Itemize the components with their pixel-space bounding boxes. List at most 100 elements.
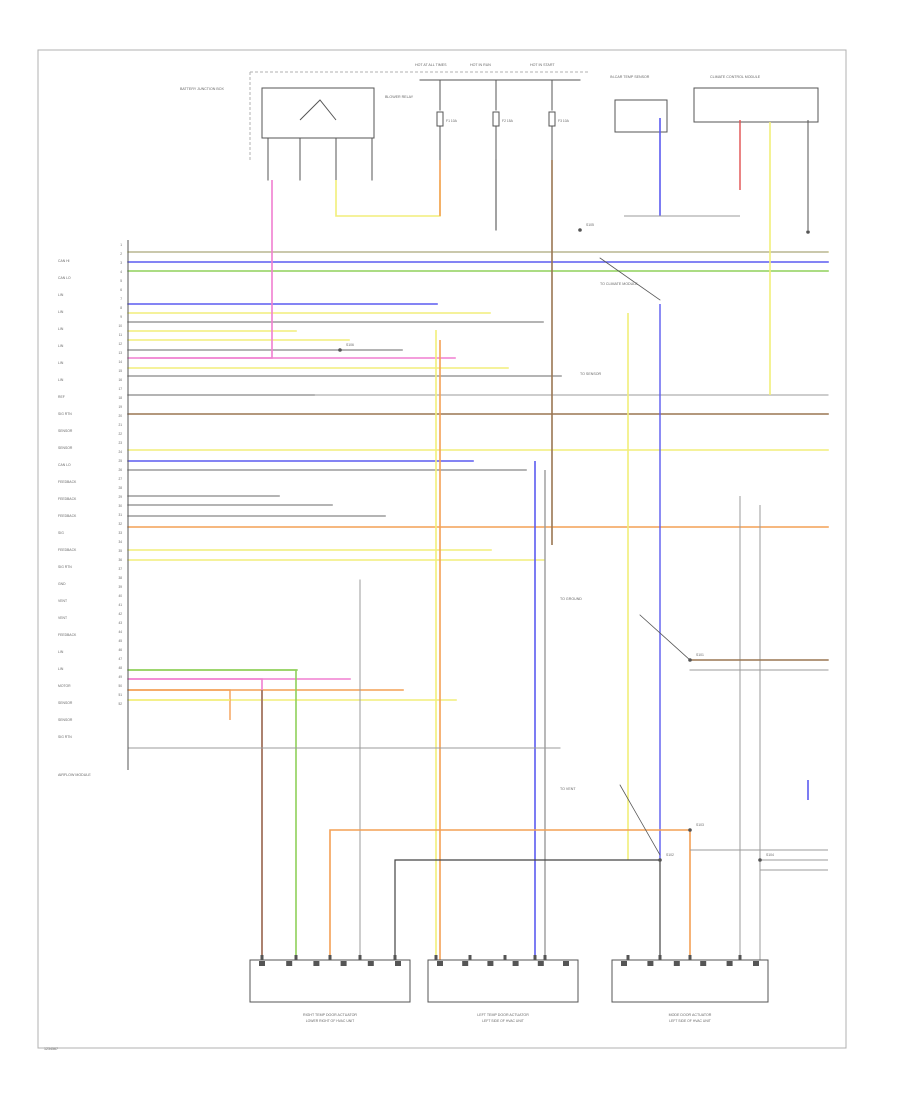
module-pin-number: 16	[118, 378, 122, 382]
module-signal-label: FEEDBACK	[58, 548, 77, 552]
module-pin-number: 20	[118, 414, 122, 418]
black-bus	[394, 859, 660, 960]
module-pin-number: 47	[118, 657, 122, 661]
note-leader	[599, 257, 661, 301]
module-pin-number: 8	[120, 306, 122, 310]
module-pin-number: 34	[118, 540, 122, 544]
actuator-pin	[437, 961, 443, 966]
relay-switch	[299, 99, 337, 121]
actuator-pin-lead	[393, 955, 397, 960]
module-signal-label: LIN	[58, 293, 64, 297]
module-pin-number: 31	[118, 513, 122, 517]
yellow-jumper	[335, 180, 441, 217]
actuator-pin	[753, 961, 759, 966]
module-pin-number: 25	[118, 459, 122, 463]
module-signal-label: CAN LO	[58, 276, 71, 280]
in-car-temp-sensor-box	[614, 99, 668, 133]
module-pin-number: 35	[118, 549, 122, 553]
actuator-pin-lead	[658, 955, 662, 960]
module-signal-label: LIN	[58, 667, 64, 671]
module-pin-number: 17	[118, 387, 122, 391]
actuator-pin-lead	[626, 955, 630, 960]
module-signal-label: CAN LO	[58, 463, 71, 467]
actuator-pin-lead	[543, 955, 547, 960]
module-pin-number: 44	[118, 630, 122, 634]
hot-at-all-times-label: HOT AT ALL TIMES	[415, 63, 447, 67]
module-signal-label: FEEDBACK	[58, 633, 77, 637]
pink-actuator-wire	[128, 678, 263, 960]
climate-control-module-box	[693, 87, 819, 123]
module-signal-label: MOTOR	[58, 684, 71, 688]
module-pin-number: 15	[118, 369, 122, 373]
module-pin-number: 38	[118, 576, 122, 580]
module-pin-number: 29	[118, 495, 122, 499]
actuator-label: RIGHT TEMP DOOR ACTUATOR	[303, 1013, 357, 1017]
actuator-pin	[673, 961, 680, 966]
module-pin-number: 13	[118, 351, 122, 355]
battery-junction-box-label: BATTERY JUNCTION BOX	[180, 87, 225, 91]
module-pin-number: 39	[118, 585, 122, 589]
module-signal-label: LIN	[58, 344, 64, 348]
module-pin-number: 6	[120, 288, 122, 292]
module-pin-number: 12	[118, 342, 122, 346]
module-signal-label: FEEDBACK	[58, 480, 77, 484]
module-pin-number: 50	[118, 684, 122, 688]
module-signal-label: LIN	[58, 650, 64, 654]
module-signal-label: SIG RTN	[58, 565, 72, 569]
module-pin-number: 1	[120, 243, 122, 247]
orange-stub	[128, 689, 231, 720]
module-signal-label: SENSOR	[58, 701, 73, 705]
module-pin-number: 24	[118, 450, 122, 454]
module-signal-label: VENT	[58, 616, 67, 620]
module-signal-label: SIG RTN	[58, 735, 72, 739]
actuator-box-2	[427, 959, 579, 1003]
fuse-1	[436, 111, 444, 127]
splice-dot	[338, 348, 342, 352]
right-note-label: TO VENT	[560, 787, 576, 791]
module-signal-label: FEEDBACK	[58, 514, 77, 518]
diagram-frame	[37, 49, 847, 1049]
module-signal-label: SENSOR	[58, 429, 73, 433]
actuator-location-label: LEFT SIDE OF HVAC UNIT	[482, 1019, 524, 1023]
fuse-2	[492, 111, 500, 127]
module-pin-number: 9	[120, 315, 122, 319]
actuator-pin	[367, 961, 374, 966]
climate-control-module-label: CLIMATE CONTROL MODULE	[710, 75, 761, 79]
module-signal-label: CAN HI	[58, 259, 70, 263]
fuse-label: F3 10A	[558, 119, 570, 123]
note-leader	[619, 784, 661, 856]
actuator-pin	[537, 961, 544, 966]
in-car-temp-sensor-label: IN-CAR TEMP SENSOR	[610, 75, 650, 79]
splice-label: S104	[766, 853, 774, 857]
actuator-pin	[462, 961, 469, 966]
blower-relay-box	[261, 87, 375, 139]
module-pin-number: 2	[120, 252, 122, 256]
module-signal-label: LIN	[58, 310, 64, 314]
module-pin-number: 52	[118, 702, 122, 706]
actuator-pin-lead	[328, 955, 332, 960]
actuator-pin	[286, 961, 293, 966]
actuator-pin-lead	[738, 955, 742, 960]
actuator-pin	[340, 961, 347, 966]
module-pin-number: 23	[118, 441, 122, 445]
module-pin-number: 26	[118, 468, 122, 472]
actuator-pin	[726, 961, 733, 966]
actuator-pin	[313, 961, 320, 966]
ground-splice	[806, 230, 810, 234]
module-pin-number: 27	[118, 477, 122, 481]
module-signal-label: SENSOR	[58, 718, 73, 722]
fuse-label: F2 15A	[502, 119, 514, 123]
actuator-box-1	[249, 959, 411, 1003]
splice-dot	[578, 228, 582, 232]
actuator-location-label: LEFT SIDE OF HVAC UNIT	[669, 1019, 711, 1023]
module-pin-number: 46	[118, 648, 122, 652]
module-pin-number: 3	[120, 261, 122, 265]
fuse-3	[548, 111, 556, 127]
module-signal-label: SENSOR	[58, 446, 73, 450]
module-pin-number: 18	[118, 396, 122, 400]
actuator-box-3	[611, 959, 769, 1003]
actuator-location-label: LOWER RIGHT OF HVAC UNIT	[306, 1019, 354, 1023]
module-pin-number: 10	[118, 324, 122, 328]
pink-wire	[140, 180, 273, 359]
right-note-label: TO GROUND	[560, 597, 582, 601]
